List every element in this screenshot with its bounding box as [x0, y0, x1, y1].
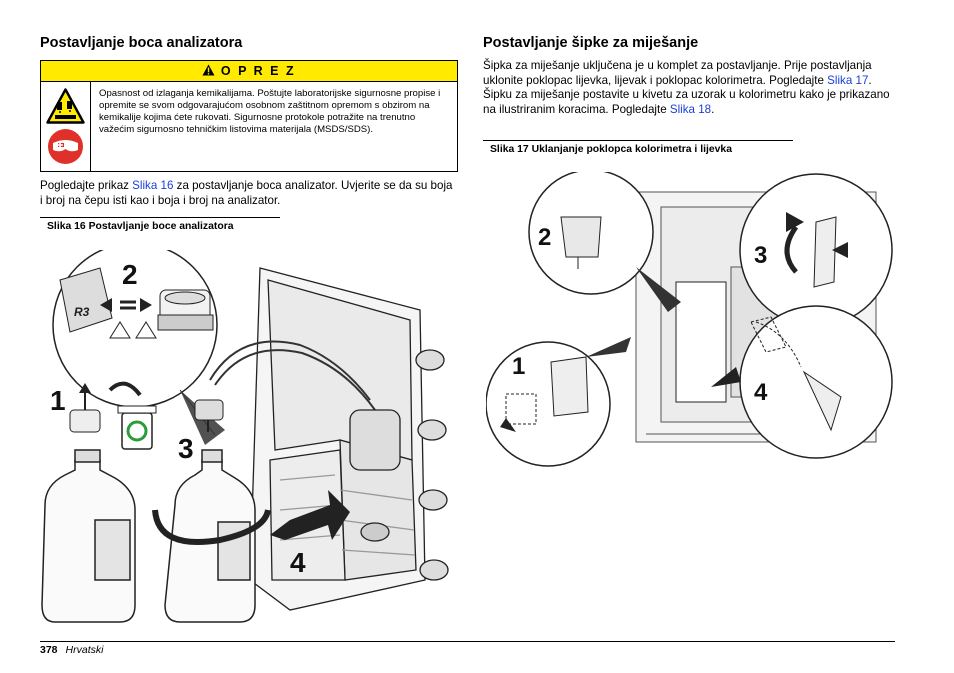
right-paragraph-start: Šipka za miješanje uključena je u komple… — [483, 59, 872, 87]
fig17-step-label-2: 2 — [538, 224, 551, 251]
zoom-circle-step-1 — [486, 341, 611, 467]
warning-triangle-icon — [202, 64, 215, 76]
footer-rule — [40, 641, 895, 642]
step-label-3: 3 — [178, 433, 194, 464]
step-label-4: 4 — [290, 547, 306, 578]
right-paragraph: Šipka za miješanje uključena je u komple… — [483, 59, 898, 117]
page-number: 378 — [40, 644, 58, 656]
fig17-step-label-3: 3 — [754, 242, 767, 269]
fig17-step-label-1: 1 — [512, 353, 525, 380]
figure-17-illustration: 2 1 3 4 — [486, 172, 893, 467]
safety-goggles-icon — [48, 129, 83, 164]
figure-16-illustration: R3 2 1 3 4 — [41, 250, 449, 623]
left-paragraph-end: za postavljanje boca analizator. Uvjerit… — [40, 179, 453, 207]
footer-language: Hrvatski — [65, 644, 104, 656]
link-slika-16[interactable]: Slika 16 — [132, 179, 174, 192]
right-heading: Postavljanje šipke za miješanje — [483, 35, 699, 51]
link-slika-17[interactable]: Slika 17 — [827, 73, 869, 87]
fig17-step-label-4: 4 — [754, 379, 768, 406]
caution-icons — [41, 82, 91, 171]
right-paragraph-middle: . Šipku za miješanje postavite u kivetu … — [483, 73, 890, 116]
chemical-hazard-icon — [46, 88, 85, 124]
figure-17-caption: Slika 17 Uklanjanje poklopca kolorimetra… — [490, 144, 732, 155]
step-label-2: 2 — [122, 259, 138, 290]
right-paragraph-end: . — [711, 102, 715, 116]
figure-16-caption: Slika 16 Postavljanje boce analizatora — [47, 221, 234, 232]
step-label-1: 1 — [50, 385, 66, 416]
caution-title: O P R E Z — [220, 64, 296, 78]
caution-text: Opasnost od izlaganja kemikalijama. Pošt… — [99, 88, 441, 135]
footer: 378 Hrvatski — [40, 644, 103, 656]
caution-box: O P R E Z Opasnost od izlaganja kemikali… — [40, 60, 458, 172]
figure-17-rule — [483, 140, 793, 141]
recycle-bin-icon — [117, 405, 157, 450]
cap-label-r3: R3 — [74, 305, 90, 319]
left-heading: Postavljanje boca analizatora — [40, 35, 243, 51]
left-paragraph: Pogledajte prikaz Slika 16 za postavljan… — [40, 179, 458, 208]
caution-header: O P R E Z — [41, 61, 457, 82]
link-slika-18[interactable]: Slika 18 — [669, 102, 712, 116]
left-paragraph-start: Pogledajte prikaz — [40, 179, 133, 192]
figure-16-rule — [40, 217, 280, 218]
